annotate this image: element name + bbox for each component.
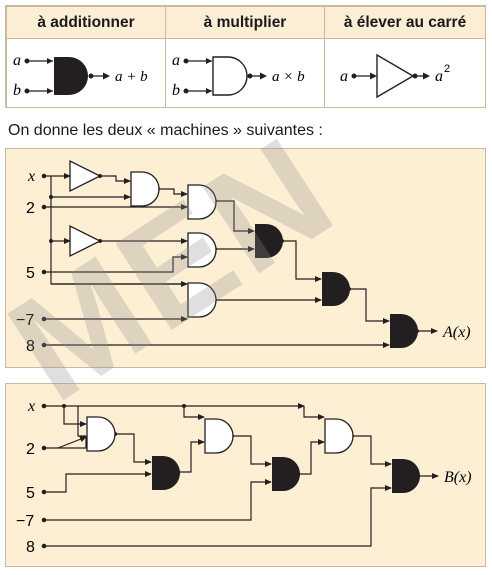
mult-input-b: b [172, 82, 180, 99]
multiply-gate-icon [130, 171, 160, 207]
multiply-gate-diagram: a b a × b [172, 52, 305, 99]
machine-a-output: A(x) [442, 324, 471, 341]
header-square: à élever au carré [324, 6, 486, 39]
machine-b-input-5: 5 [26, 485, 35, 502]
square-gate-icon [69, 224, 102, 258]
machine-b-input-minus7: −7 [16, 513, 34, 530]
machine-b-panel: x 2 5 −7 8 B(x) [5, 383, 486, 567]
add-gate-icon [392, 459, 420, 493]
machine-a-input-x: x [27, 168, 35, 185]
add-gate-icon [322, 272, 350, 306]
add-gate-diagram: a b a + b [13, 52, 148, 99]
square-input-a: a [340, 68, 348, 85]
machine-a-input-5: 5 [26, 265, 35, 282]
multiply-gate-icon [204, 418, 234, 454]
machine-a-input-minus7: −7 [16, 312, 34, 329]
add-input-a: a [13, 52, 21, 69]
intro-text: On donne les deux « machines » suivantes… [8, 122, 323, 139]
mult-input-a: a [172, 52, 180, 69]
mult-output: a × b [272, 69, 305, 85]
machine-b-input-x: x [27, 398, 35, 415]
machine-b-input-2: 2 [26, 441, 35, 458]
machine-a-input-8: 8 [26, 338, 35, 355]
square-output-exponent: 2 [444, 63, 450, 75]
square-output-base: a [435, 68, 443, 85]
multiply-gate-icon [187, 232, 217, 268]
multiply-gate-icon [187, 184, 217, 220]
legend-multiply-cell: a b a × b [165, 38, 325, 108]
add-output: a + b [115, 69, 148, 85]
multiply-gate-icon [86, 416, 116, 452]
square-gate-diagram: a a 2 [340, 53, 450, 99]
add-gate-icon [152, 456, 180, 490]
legend-square-cell: a a 2 [324, 38, 486, 108]
multiply-gate-icon [187, 282, 217, 318]
machine-b-diagram: x 2 5 −7 8 B(x) [16, 398, 472, 556]
add-gate-icon [255, 224, 283, 258]
machine-a-input-2: 2 [26, 200, 35, 217]
legend-table: à additionner à multiplier à élever au c… [5, 5, 486, 108]
machine-a-diagram: x 2 5 −7 8 A(x) [16, 159, 471, 355]
machine-b-output: B(x) [444, 469, 472, 486]
machine-b-input-8: 8 [26, 539, 35, 556]
add-input-b: b [13, 82, 21, 99]
square-gate-icon [376, 53, 415, 99]
add-gate-icon [54, 57, 88, 95]
multiply-gate-icon [212, 56, 248, 96]
header-add: à additionner [6, 6, 166, 39]
square-gate-icon [69, 159, 102, 193]
add-gate-icon [272, 457, 300, 491]
multiply-gate-icon [324, 418, 354, 454]
add-gate-icon [390, 314, 418, 348]
machine-a-panel: x 2 5 −7 8 A(x) [5, 148, 486, 368]
legend-add-cell: a b a + b [6, 38, 166, 108]
header-multiply: à multiplier [165, 6, 325, 39]
